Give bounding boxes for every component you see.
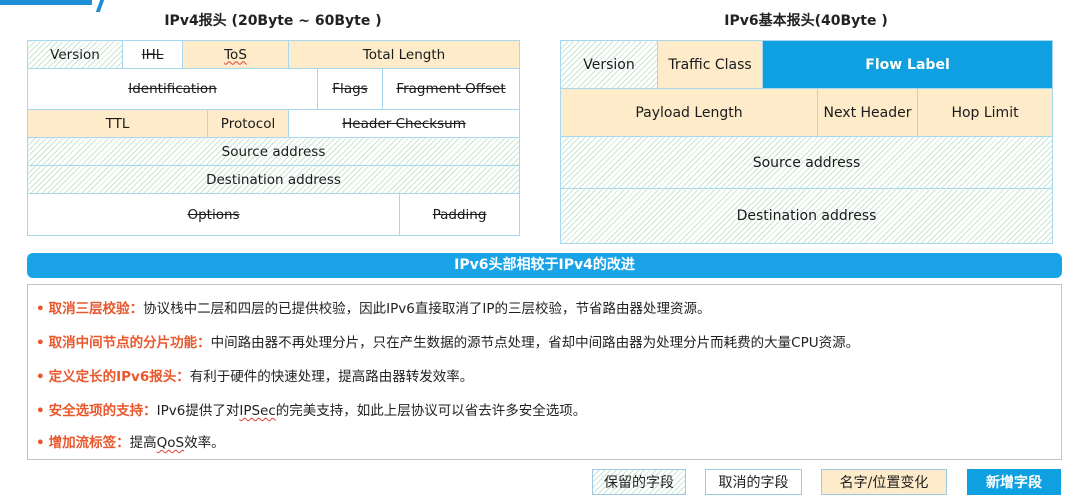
improvement-text: 有利于硬件的快速处理，提高路由器转发效率。 [189, 369, 474, 385]
legend-removed-fields: 取消的字段 [705, 469, 802, 495]
improvements-title-banner: IPv6头部相较于IPv4的改进 [27, 253, 1062, 278]
ipv4-field-header-checksum: Header Checksum [287, 109, 521, 138]
ipv6-field-destination-address: Destination address [559, 188, 1054, 244]
ipv4-field-protocol: Protocol [207, 109, 289, 138]
improvement-item: •安全选项的支持：IPv6提供了对IPSec的完美支持，如此上层协议可以省去许多… [36, 399, 586, 419]
improvement-term: QoS [156, 435, 185, 451]
ipv4-field-padding: Padding [398, 193, 521, 236]
improvement-text-tail: 效率。 [184, 435, 225, 451]
ipv4-field-fragment-offset: Fragment Offset [381, 68, 521, 110]
ipv4-field-ihl: IHL [122, 40, 183, 69]
bullet-icon: • [36, 301, 45, 317]
ipv4-field-identification: Identification [27, 68, 318, 110]
ipv6-field-hop-limit: Hop Limit [916, 88, 1054, 137]
ipv6-header-title: IPv6基本报头(40Byte ) [724, 13, 888, 29]
improvement-item: •取消三层校验：协议栈中二层和四层的已提供校验，因此IPv6直接取消了IP的三层… [36, 297, 710, 317]
bullet-icon: • [36, 403, 45, 419]
corner-accent [0, 0, 92, 5]
improvement-keyword: 取消中间节点的分片功能： [48, 335, 211, 351]
improvement-term: IPSec [239, 403, 276, 419]
ipv4-field-flags: Flags [317, 68, 383, 110]
legend-kept-fields: 保留的字段 [592, 469, 686, 495]
improvement-text: 提高 [129, 435, 157, 451]
ipv4-field-tos: ToS [182, 40, 289, 69]
ipv6-header-table: Version Traffic Class Flow Label Payload… [559, 40, 1054, 244]
ipv4-field-destination-address: Destination address [26, 165, 521, 194]
improvement-keyword: 增加流标签： [48, 435, 130, 451]
improvement-item: •取消中间节点的分片功能：中间路由器不再处理分片，只在产生数据的源节点处理，省却… [36, 331, 859, 351]
improvement-text: 中间路由器不再处理分片，只在产生数据的源节点处理，省却中间路由器为处理分片而耗费… [210, 335, 860, 351]
ipv4-field-options: Options [27, 193, 400, 236]
ipv6-field-flow-label: Flow Label [761, 40, 1054, 89]
bullet-icon: • [36, 369, 45, 385]
ipv6-field-next-header: Next Header [817, 88, 918, 137]
improvements-panel: •取消三层校验：协议栈中二层和四层的已提供校验，因此IPv6直接取消了IP的三层… [27, 284, 1062, 460]
legend-changed-fields: 名字/位置变化 [821, 469, 947, 495]
improvement-keyword: 定义定长的IPv6报头： [48, 369, 190, 385]
ipv6-field-source-address: Source address [559, 136, 1054, 189]
ipv4-header-title: IPv4报头 (20Byte ~ 60Byte ) [164, 13, 382, 29]
ipv6-field-version: Version [560, 40, 658, 89]
improvement-keyword: 安全选项的支持： [48, 403, 157, 419]
improvement-item: •增加流标签：提高QoS效率。 [36, 431, 225, 451]
ipv6-field-payload-length: Payload Length [560, 88, 818, 137]
ipv4-field-total-length: Total Length [287, 40, 521, 69]
ipv4-header-table: Version IHL ToS Total Length Identificat… [26, 40, 521, 236]
improvement-item: •定义定长的IPv6报头：有利于硬件的快速处理，提高路由器转发效率。 [36, 365, 473, 385]
bullet-icon: • [36, 335, 45, 351]
ipv4-field-source-address: Source address [26, 137, 521, 166]
improvement-text: 协议栈中二层和四层的已提供校验，因此IPv6直接取消了IP的三层校验，节省路由器… [143, 301, 711, 317]
ipv4-field-ttl: TTL [27, 109, 208, 138]
ipv4-field-version: Version [27, 40, 123, 69]
improvement-keyword: 取消三层校验： [48, 301, 144, 317]
improvement-text-tail: 的完美支持，如此上层协议可以省去许多安全选项。 [275, 403, 587, 419]
legend-added-fields: 新增字段 [967, 469, 1061, 495]
ipv4-field-tos-label: ToS [224, 46, 247, 63]
bullet-icon: • [36, 435, 45, 451]
ipv6-field-traffic-class: Traffic Class [657, 40, 763, 89]
improvement-text: IPv6提供了对 [156, 403, 240, 419]
